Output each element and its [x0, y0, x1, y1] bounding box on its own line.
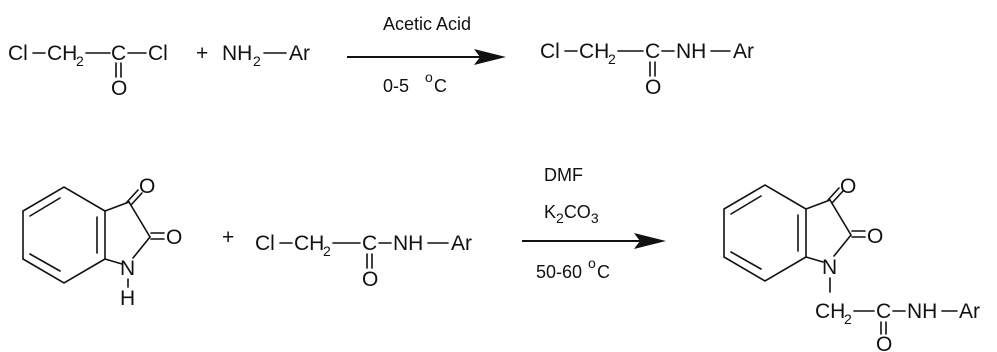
chloroacetamide-reactant: Cl CH 2 C NH Ar O	[255, 232, 472, 291]
atom-cl: Cl	[148, 42, 168, 65]
double-bond	[827, 187, 840, 201]
atom-nh: NH	[393, 232, 423, 255]
atom-ch: CH	[815, 300, 845, 323]
subscript: 2	[844, 311, 852, 327]
atom-ch: CH	[579, 40, 609, 63]
aryl-amine: NH 2 Ar	[222, 42, 310, 69]
double-bond	[831, 190, 844, 204]
chloroacetyl-chloride: Cl CH 2 C Cl O	[8, 42, 168, 100]
arrowhead-icon	[474, 49, 506, 65]
condition-base: K2CO3	[544, 202, 599, 226]
isatin: O O N H	[22, 175, 182, 310]
condition-solvent: Acetic Acid	[383, 14, 471, 34]
atom-c: C	[111, 42, 126, 65]
reaction-1: Cl CH 2 C Cl O + NH 2 Ar Acetic Acid 0-5	[8, 14, 754, 100]
atom-cl: Cl	[540, 40, 560, 63]
double-bond	[130, 192, 143, 206]
atom-o: O	[111, 77, 127, 100]
atom-h: H	[120, 287, 135, 310]
atom-c: C	[876, 300, 891, 323]
atom-ch: CH	[294, 232, 324, 255]
atom-c: C	[362, 232, 377, 255]
atom-c: C	[645, 40, 660, 63]
bond	[132, 236, 151, 259]
plus-sign: +	[196, 42, 208, 65]
degree-sign: o	[425, 69, 433, 85]
atom-o: O	[645, 76, 661, 99]
chloroacetamide-product: Cl CH 2 C NH Ar O	[540, 40, 754, 99]
bond	[829, 199, 852, 236]
benzene-ring	[723, 184, 807, 282]
atom-n: N	[120, 257, 135, 280]
bond	[833, 234, 852, 257]
reaction-arrow-1: Acetic Acid 0-5 o C	[347, 14, 506, 96]
atom-o: O	[840, 175, 856, 198]
double-bond	[126, 189, 139, 203]
atom-o: O	[867, 225, 883, 248]
aromatic-bond	[29, 253, 61, 272]
atom-ch: CH	[47, 42, 77, 65]
atom-o: O	[362, 268, 378, 291]
benzene-ring	[22, 186, 106, 284]
aromatic-bond	[29, 197, 61, 217]
atom-nh: NH	[676, 40, 706, 63]
n-substituted-isatin-product: O O N CH 2 C NH Ar O	[723, 175, 980, 352]
aromatic-bond	[730, 251, 762, 270]
temperature-unit: C	[434, 76, 447, 96]
condition-solvent: DMF	[544, 165, 583, 185]
subscript: 2	[76, 53, 84, 69]
reaction-2: O O N H + Cl CH 2 C NH Ar O DMF	[22, 165, 980, 352]
bond	[805, 199, 831, 210]
condition-temperature: 0-5	[383, 76, 409, 96]
atom-ar: Ar	[289, 42, 310, 65]
atom-cl: Cl	[8, 42, 28, 65]
bond	[128, 201, 151, 238]
atom-o: O	[139, 175, 155, 198]
aromatic-bond	[730, 195, 762, 215]
bond	[104, 258, 123, 265]
atom-ar: Ar	[733, 40, 754, 63]
atom-ar: Ar	[959, 300, 980, 323]
reaction-arrow-2: DMF K2CO3 50-60 o C	[522, 165, 666, 282]
subscript: 2	[323, 243, 331, 259]
atom-ar: Ar	[451, 232, 472, 255]
atom-nh: NH	[222, 42, 252, 65]
atom-o: O	[876, 333, 892, 352]
atom-nh: NH	[907, 300, 937, 323]
subscript: 2	[608, 51, 616, 67]
degree-sign: o	[588, 255, 596, 271]
plus-sign: +	[222, 226, 234, 249]
subscript: 2	[253, 53, 261, 69]
atom-n: N	[822, 256, 837, 279]
arrowhead-icon	[634, 233, 666, 249]
condition-temperature: 50-60	[536, 262, 582, 282]
temperature-unit: C	[597, 262, 610, 282]
bond	[805, 256, 824, 263]
atom-o: O	[166, 226, 182, 249]
bond	[104, 201, 130, 212]
atom-cl: Cl	[255, 232, 275, 255]
